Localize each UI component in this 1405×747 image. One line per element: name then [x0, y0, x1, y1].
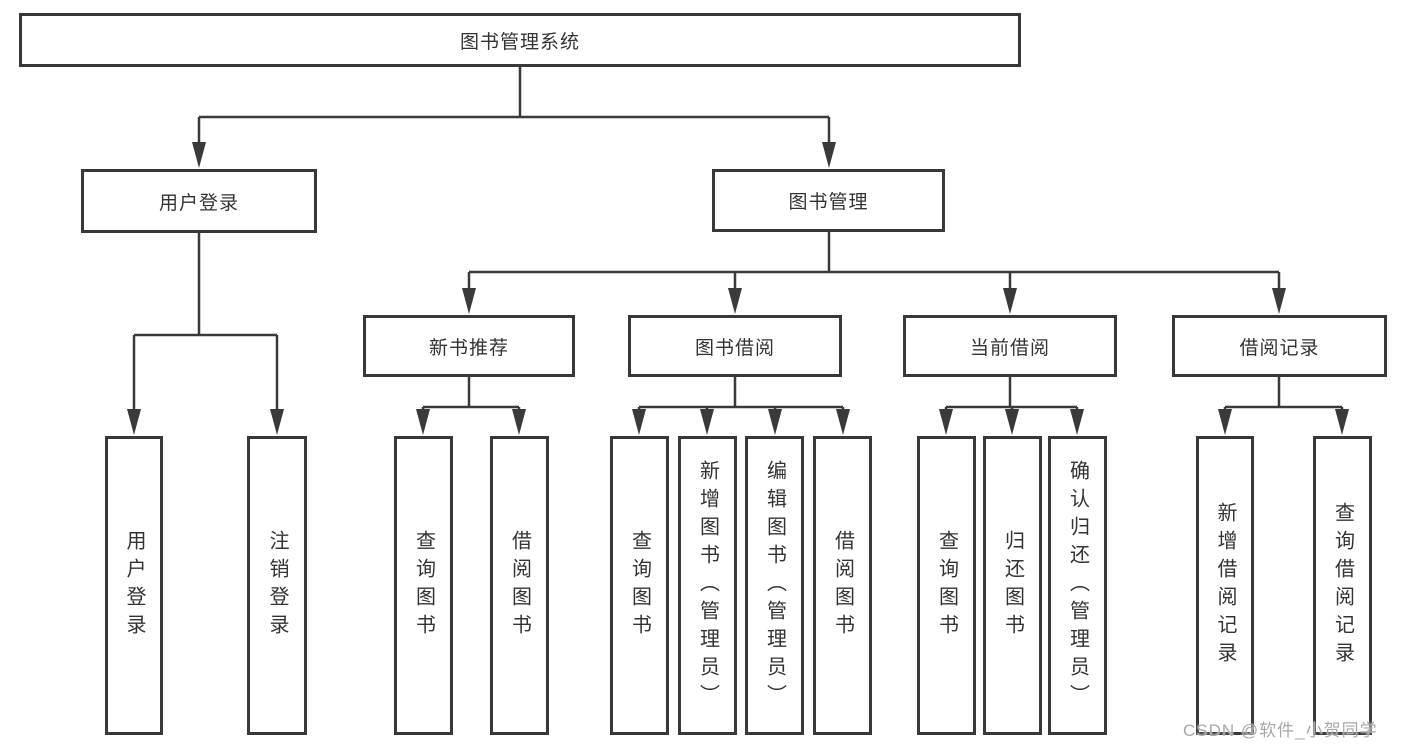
node-new-book-recommendation: 新书推荐: [363, 315, 575, 377]
node-root-library-system: 图书管理系统: [19, 13, 1021, 67]
leaf-borrow-books-borrowing: 借阅图书: [813, 436, 872, 735]
node-user-login: 用户登录: [81, 169, 317, 233]
leaf-add-borrow-record: 新增借阅记录: [1196, 436, 1254, 735]
node-book-borrowing: 图书借阅: [628, 315, 842, 377]
node-borrowing-records: 借阅记录: [1172, 315, 1387, 377]
leaf-query-books-borrowing: 查询图书: [610, 436, 669, 735]
leaf-logout-login: 注销登录: [247, 436, 307, 735]
leaf-borrow-books-recommendation: 借阅图书: [490, 436, 549, 735]
leaf-edit-books-admin: 编辑图书（管理员）: [745, 436, 804, 735]
leaf-user-login: 用户登录: [105, 436, 163, 735]
csdn-watermark: CSDN @软件_小贺同学: [1183, 721, 1378, 740]
leaf-add-books-admin: 新增图书（管理员）: [678, 436, 737, 735]
leaf-return-books: 归还图书: [983, 436, 1042, 735]
node-book-management: 图书管理: [712, 169, 945, 232]
node-current-borrowing: 当前借阅: [903, 315, 1117, 377]
leaf-query-books-recommendation: 查询图书: [394, 436, 453, 735]
leaf-query-books-current: 查询图书: [917, 436, 976, 735]
leaf-confirm-return-admin: 确认归还（管理员）: [1048, 436, 1107, 735]
leaf-query-borrow-record: 查询借阅记录: [1313, 436, 1372, 735]
